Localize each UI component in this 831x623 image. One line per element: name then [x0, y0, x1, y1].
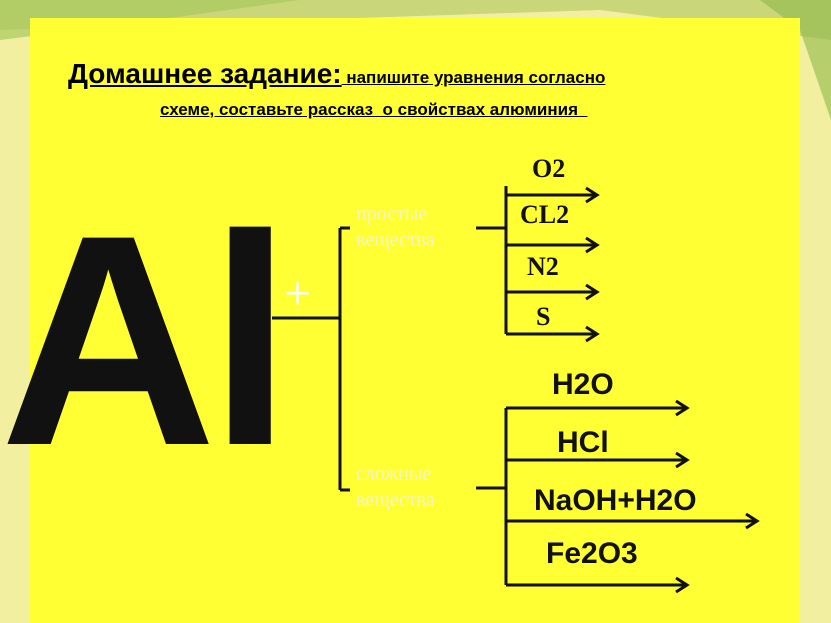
arrow-naoh-h2o — [506, 512, 760, 530]
simple-label-line2: вещества — [356, 229, 435, 251]
reagent-o2: O2 — [532, 154, 566, 183]
homework-instruction-part2: схеме, составьте рассказ о свойствах алю… — [160, 100, 588, 119]
arrow-fe2o3 — [506, 576, 690, 594]
reagent-s: S — [536, 302, 551, 331]
complex-label-line2: вещества — [356, 489, 435, 511]
complex-substances-label: сложные вещества — [356, 461, 435, 513]
reagent-hcl: HCl — [557, 426, 609, 459]
reagent-n2: N2 — [527, 252, 559, 281]
arrow-o2 — [506, 186, 600, 204]
simple-substances-label: простые вещества — [356, 201, 435, 253]
arrow-s — [506, 325, 600, 343]
plus-sign: + — [284, 267, 312, 320]
reagent-fe2o3: Fe2O3 — [546, 537, 638, 570]
homework-instruction-part1: напишите уравнения согласно — [341, 68, 606, 87]
reagent-cl2: CL2 — [520, 200, 570, 229]
homework-heading: Домашнее задание: — [68, 58, 342, 89]
complex-label-line1: сложные — [356, 463, 432, 485]
reagent-naoh-h2o: NaOH+H2O — [534, 484, 697, 517]
arrow-n2 — [506, 283, 600, 301]
arrow-hcl — [506, 451, 690, 469]
aluminium-symbol: Al — [0, 172, 292, 508]
reagent-h2o: H2O — [552, 368, 614, 401]
homework-title: Домашнее задание: напишите уравнения сог… — [68, 58, 605, 90]
simple-label-line1: простые — [356, 203, 428, 225]
arrow-cl2 — [506, 236, 600, 254]
arrow-h2o — [506, 399, 690, 417]
